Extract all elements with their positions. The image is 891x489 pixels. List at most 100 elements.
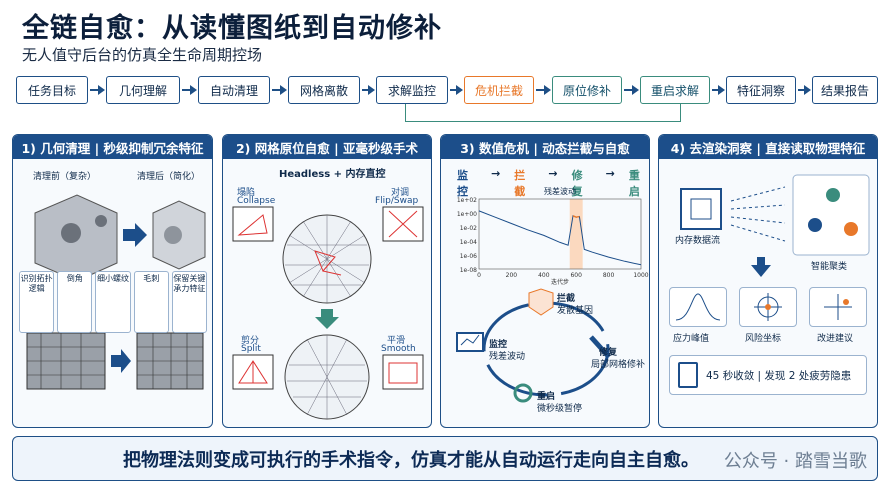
restart-sub: 微秒级暂停	[537, 404, 583, 414]
mesh-circle-bottom	[284, 334, 370, 420]
pipeline-arrow	[798, 85, 811, 95]
pipeline-arrow	[536, 85, 551, 95]
cluster-label: 智能聚类	[811, 262, 848, 272]
y-tick-label: 1e+00	[457, 211, 477, 218]
plot-frame	[478, 198, 642, 270]
result-text: 45 秒收敛 | 发现 2 处疲劳隐患	[706, 369, 852, 382]
pipeline-step: 几何理解	[106, 76, 180, 104]
pipeline-step: 原位修补	[552, 76, 622, 104]
monitor-label: 监控	[489, 340, 508, 350]
pipeline-step: 任务目标	[16, 76, 88, 104]
x-tick-label: 0	[477, 272, 481, 279]
restart-icon	[513, 383, 533, 403]
pipeline-arrow	[624, 85, 639, 95]
flow-arrow-icon: →	[491, 167, 501, 180]
feature-row: 识别拓扑逻辑倒角细小螺纹毛刺保留关键承力特征	[19, 271, 208, 333]
feature-card: 保留关键承力特征	[171, 271, 208, 333]
panel-title: 1) 几何清理 | 秒级抑制冗余特征	[13, 135, 212, 159]
x-tick-label: 1000	[633, 272, 648, 279]
chip-icon	[680, 188, 722, 230]
panel-geometry: 1) 几何清理 | 秒级抑制冗余特征 清理前（复杂） 清理后（简化） 识别拓扑逻…	[12, 134, 213, 428]
result-box: 45 秒收敛 | 发现 2 处疲劳隐患	[669, 355, 867, 395]
y-tick-label: 1e-06	[460, 253, 477, 260]
pipeline-step: 自动清理	[198, 76, 270, 104]
y-tick-label: 1e+02	[457, 197, 477, 204]
insight-top	[680, 174, 870, 277]
intercept-label: 拦截	[557, 294, 576, 304]
wrench-icon	[589, 335, 611, 359]
mesh-parts-icon	[26, 332, 204, 390]
shield-icon	[528, 288, 554, 316]
flip-label: 对调	[391, 188, 410, 198]
feature-card: 毛刺	[133, 271, 169, 333]
restart-label: 重启	[537, 392, 556, 402]
complex-part-icon	[34, 194, 118, 282]
arrow-right-icon	[123, 223, 147, 247]
panel-title: 2) 网格原位自愈 | 亚毫秒级手术	[223, 135, 431, 159]
collapse-icon	[232, 206, 274, 242]
flow-step: 拦截	[514, 169, 526, 198]
retry-loop-arrow	[400, 96, 681, 122]
flow-arrow-icon: →	[605, 167, 615, 180]
x-tick-label: 400	[538, 272, 550, 279]
crisis-flow: 监控→拦截→修复→重启	[457, 167, 649, 199]
split-icon	[232, 354, 274, 390]
arrow-down-icon	[751, 257, 771, 277]
stress-label: 应力峰值	[673, 334, 710, 344]
memflow-label: 内存数据流	[675, 236, 721, 246]
x-axis-label: 迭代步	[551, 278, 569, 285]
pipeline-step: 特征洞察	[726, 76, 796, 104]
x-tick-label: 600	[570, 272, 582, 279]
geometry-illustration	[26, 194, 206, 390]
monitor-icon	[456, 332, 484, 352]
pipeline-arrow	[362, 85, 375, 95]
collapse-en-label: Collapse	[237, 196, 276, 206]
chart-title: 残差波动	[544, 186, 576, 196]
split-en-label: Split	[241, 344, 261, 354]
residual-chart: 残差波动 1e+02 1e+00 1e-02 1e-04 1e-06 1e-080 200 40…	[457, 186, 649, 285]
footer-banner: 把物理法则变成可执行的手术指令，仿真才能从自动运行走向自主自愈。	[12, 436, 878, 481]
collapse-label: 塌陷	[237, 188, 256, 198]
mesh-illustration	[232, 206, 424, 420]
before-label: 清理前（复杂）	[33, 172, 97, 182]
heal-cycle	[456, 288, 611, 403]
pipeline-arrow	[272, 85, 287, 95]
x-tick-label: 200	[506, 272, 518, 279]
feature-card: 倒角	[57, 271, 93, 333]
page-title: 全链自愈：从读懂图纸到自动修补	[22, 13, 442, 44]
flow-step: 重启	[628, 169, 640, 198]
smooth-en-label: Smooth	[381, 344, 416, 354]
after-label: 清理后（简化）	[137, 172, 201, 182]
pipeline-step: 重启求解	[640, 76, 710, 104]
pipeline: 任务目标几何理解自动清理网格离散求解监控危机拦截原位修补重启求解特征洞察结果报告	[12, 76, 878, 134]
flow-arrow-icon: →	[548, 167, 558, 180]
panel-title: 3) 数值危机 | 动态拦截与自愈	[441, 135, 649, 159]
cluster-icon	[792, 174, 870, 256]
smooth-icon	[382, 354, 424, 390]
feature-card: 识别拓扑逻辑	[19, 271, 55, 333]
flip-en-label: Flip/Swap	[375, 196, 419, 206]
feature-card: 细小螺纹	[95, 271, 131, 333]
x-tick-label: 800	[603, 272, 615, 279]
pipeline-arrow	[712, 85, 725, 95]
smooth-label: 平滑	[387, 336, 406, 346]
panel-title: 4) 去渲染洞察 | 直接读取物理特征	[659, 135, 877, 159]
intercept-line	[572, 215, 580, 218]
residual-line	[478, 210, 642, 266]
intercept-sub: 发散基因	[557, 306, 594, 316]
panel-mesh: 2) 网格原位自愈 | 亚毫秒级手术 Headless + 内存直控 塌陷 Co…	[222, 134, 432, 428]
headless-label: Headless + 内存直控	[279, 169, 386, 180]
y-tick-label: 1e-08	[460, 267, 477, 274]
y-tick-label: 1e-04	[460, 239, 477, 246]
monitor-sub: 残差波动	[489, 352, 526, 362]
y-tick-label: 1e-02	[460, 225, 477, 232]
pipeline-arrow	[450, 85, 463, 95]
pipeline-step: 结果报告	[812, 76, 878, 104]
split-label: 剪分	[241, 336, 260, 346]
pipeline-arrow	[182, 85, 197, 95]
arrow-down-icon	[315, 309, 339, 329]
pipeline-step: 网格离散	[288, 76, 360, 104]
intercept-band	[569, 199, 583, 269]
risk-label: 风险坐标	[745, 334, 782, 344]
simple-part-icon	[152, 200, 206, 270]
